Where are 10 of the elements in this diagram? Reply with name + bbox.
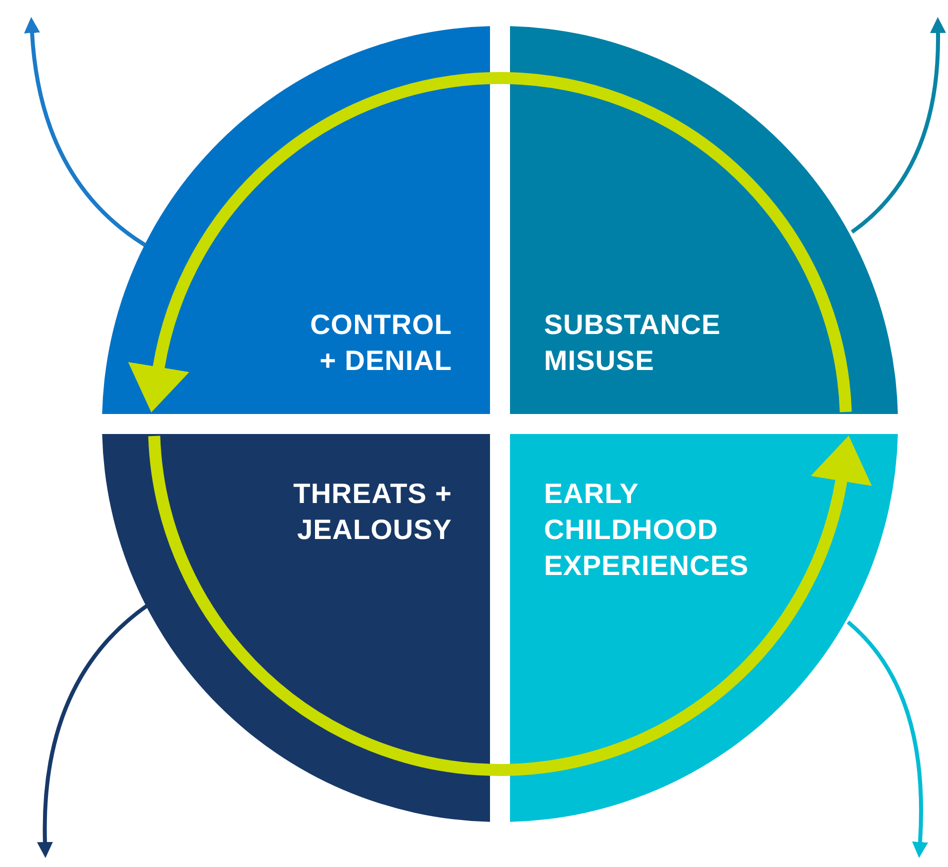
segment-label: SUBSTANCE MISUSE bbox=[544, 308, 722, 378]
segment-label: CONTROL + DENIAL bbox=[309, 308, 452, 378]
arrow bbox=[37, 603, 150, 858]
arrow bbox=[24, 17, 146, 247]
arrow bbox=[148, 435, 872, 776]
arrow bbox=[128, 72, 852, 413]
arrow bbox=[846, 620, 928, 858]
arrow bbox=[850, 17, 946, 234]
segment-label: THREATS + JEALOUSY bbox=[292, 477, 452, 547]
segment-label: EARLY CHILDHOOD EXPERIENCES bbox=[544, 477, 750, 583]
